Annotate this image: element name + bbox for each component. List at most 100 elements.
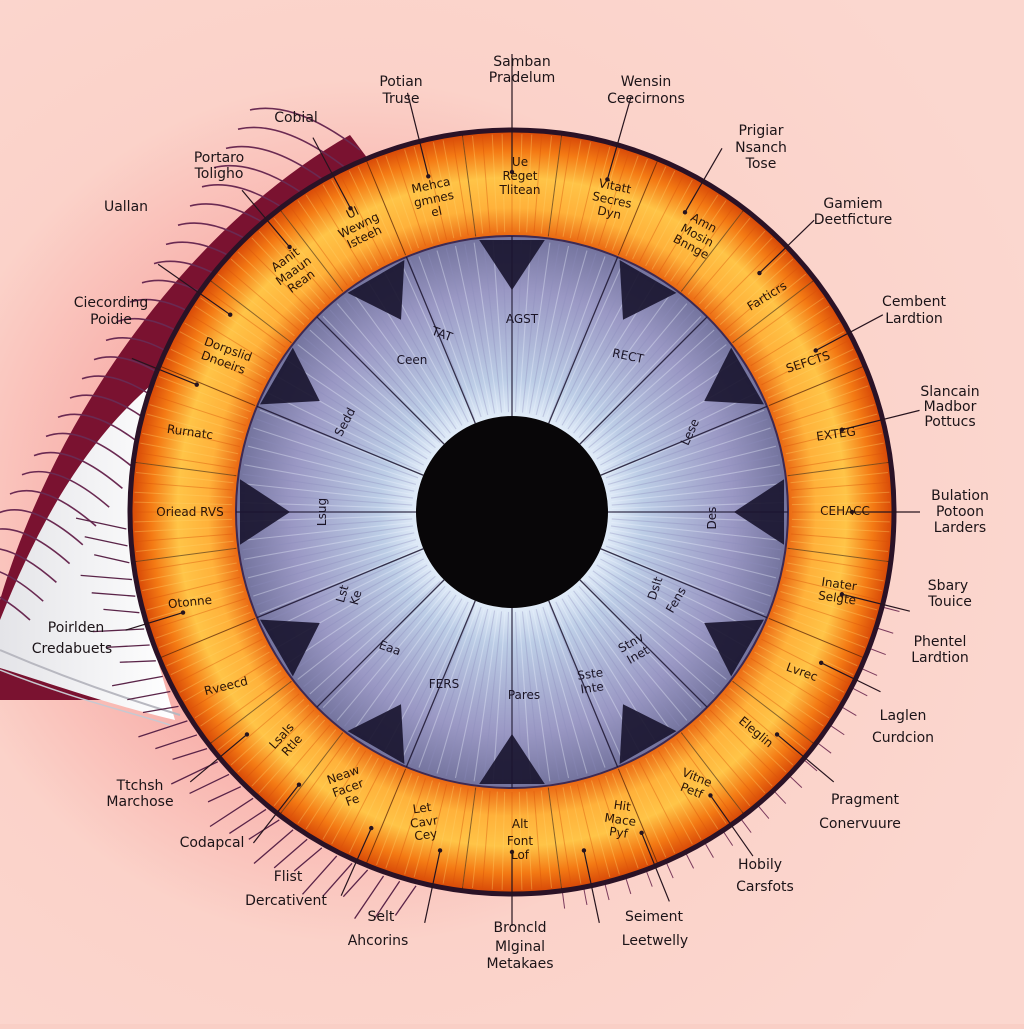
- iris-label: Pares: [508, 688, 540, 702]
- eyelash: [92, 628, 145, 633]
- eyelash: [666, 863, 674, 879]
- leader-dot: [426, 174, 431, 179]
- eyelash: [0, 509, 84, 546]
- eyelash: [21, 470, 110, 508]
- iris-crypt: [619, 260, 677, 320]
- eyelash: [723, 832, 734, 846]
- leader-dot: [348, 206, 353, 211]
- iris-crypt: [347, 704, 405, 764]
- eyelash: [704, 843, 714, 858]
- eyelash: [394, 885, 417, 916]
- ring-label: Rurnatc: [166, 422, 214, 442]
- iris-label: Des: [705, 507, 719, 530]
- eyelash: [9, 490, 97, 527]
- ring-divider: [280, 210, 344, 292]
- eyelash: [883, 607, 900, 612]
- ring-divider: [617, 768, 658, 864]
- sclera: [0, 370, 175, 720]
- ring-fibers: [134, 134, 890, 890]
- leader-line: [125, 612, 184, 631]
- ring-divider: [547, 135, 563, 237]
- leader-dot: [708, 793, 713, 798]
- eyelash: [207, 786, 242, 803]
- eyelash: [273, 838, 308, 869]
- ring-label: EXTEG: [815, 424, 856, 443]
- eyelash: [33, 451, 123, 490]
- ring-divider: [787, 461, 889, 477]
- iris-crypt: [347, 260, 405, 320]
- iris-spoke: [405, 600, 476, 768]
- eyelash: [342, 869, 369, 898]
- leader-line: [820, 662, 881, 693]
- eyelash: [562, 892, 566, 909]
- leader-dot: [849, 509, 855, 515]
- ring-divider: [135, 461, 237, 477]
- iris-spoke: [316, 316, 445, 445]
- ring-label: LetCavrCey: [407, 799, 440, 843]
- eyelash: [45, 432, 137, 471]
- iris-spoke: [600, 548, 768, 619]
- leader-line: [189, 733, 248, 783]
- leader-line: [252, 784, 300, 844]
- eyelash: [127, 690, 171, 701]
- iris-crypts: [239, 239, 785, 785]
- iris-label: FERS: [429, 677, 459, 691]
- ring-divider: [732, 680, 814, 744]
- leader-dot: [180, 610, 186, 615]
- ring-divider: [135, 547, 237, 563]
- leader-line: [424, 850, 441, 923]
- leader-dot: [839, 427, 845, 432]
- eyelash: [111, 675, 163, 687]
- leader-line: [340, 827, 372, 896]
- ring-label: Oriead RVS: [156, 505, 223, 519]
- leader-line: [312, 137, 352, 209]
- eyelash: [293, 847, 323, 872]
- leader-line: [157, 263, 231, 316]
- leader-dot: [581, 848, 587, 853]
- ring-divider: [680, 210, 744, 292]
- ring-divider: [280, 732, 344, 814]
- eyelash: [75, 517, 127, 530]
- ring-divider: [768, 617, 864, 658]
- iris-crypt: [260, 619, 320, 677]
- leader-dot: [605, 177, 610, 182]
- iris-label: SsteInte: [576, 665, 606, 696]
- leader-dot: [774, 732, 780, 737]
- iris-spoke: [316, 579, 445, 708]
- eyelash: [685, 853, 695, 869]
- eyelash: [249, 107, 361, 151]
- ring-label: HitMacePyf: [602, 797, 639, 842]
- leader-line: [776, 733, 835, 783]
- leader-line: [406, 92, 429, 177]
- leader-dot: [813, 348, 818, 353]
- eyelash: [741, 819, 752, 833]
- ring-divider: [366, 768, 407, 864]
- ring-divider: [732, 280, 814, 344]
- eyelash: [774, 791, 787, 804]
- iris-spoke: [548, 256, 619, 424]
- leader-dot: [639, 830, 644, 836]
- eyelash: [604, 884, 610, 901]
- ring-divider: [768, 366, 864, 407]
- leader-line: [684, 147, 723, 213]
- eyelash: [322, 862, 353, 897]
- leader-dot: [244, 732, 250, 737]
- ring-dividers: [135, 135, 889, 889]
- leader-dot: [296, 782, 302, 787]
- eyelash: [84, 536, 128, 547]
- iris-spoke: [256, 405, 424, 476]
- leader-dot: [839, 592, 845, 597]
- ring-divider: [547, 787, 563, 889]
- eyelash: [225, 145, 335, 189]
- iris-spoke: [579, 316, 708, 445]
- leader-line: [583, 850, 600, 923]
- leader-dot: [757, 270, 762, 276]
